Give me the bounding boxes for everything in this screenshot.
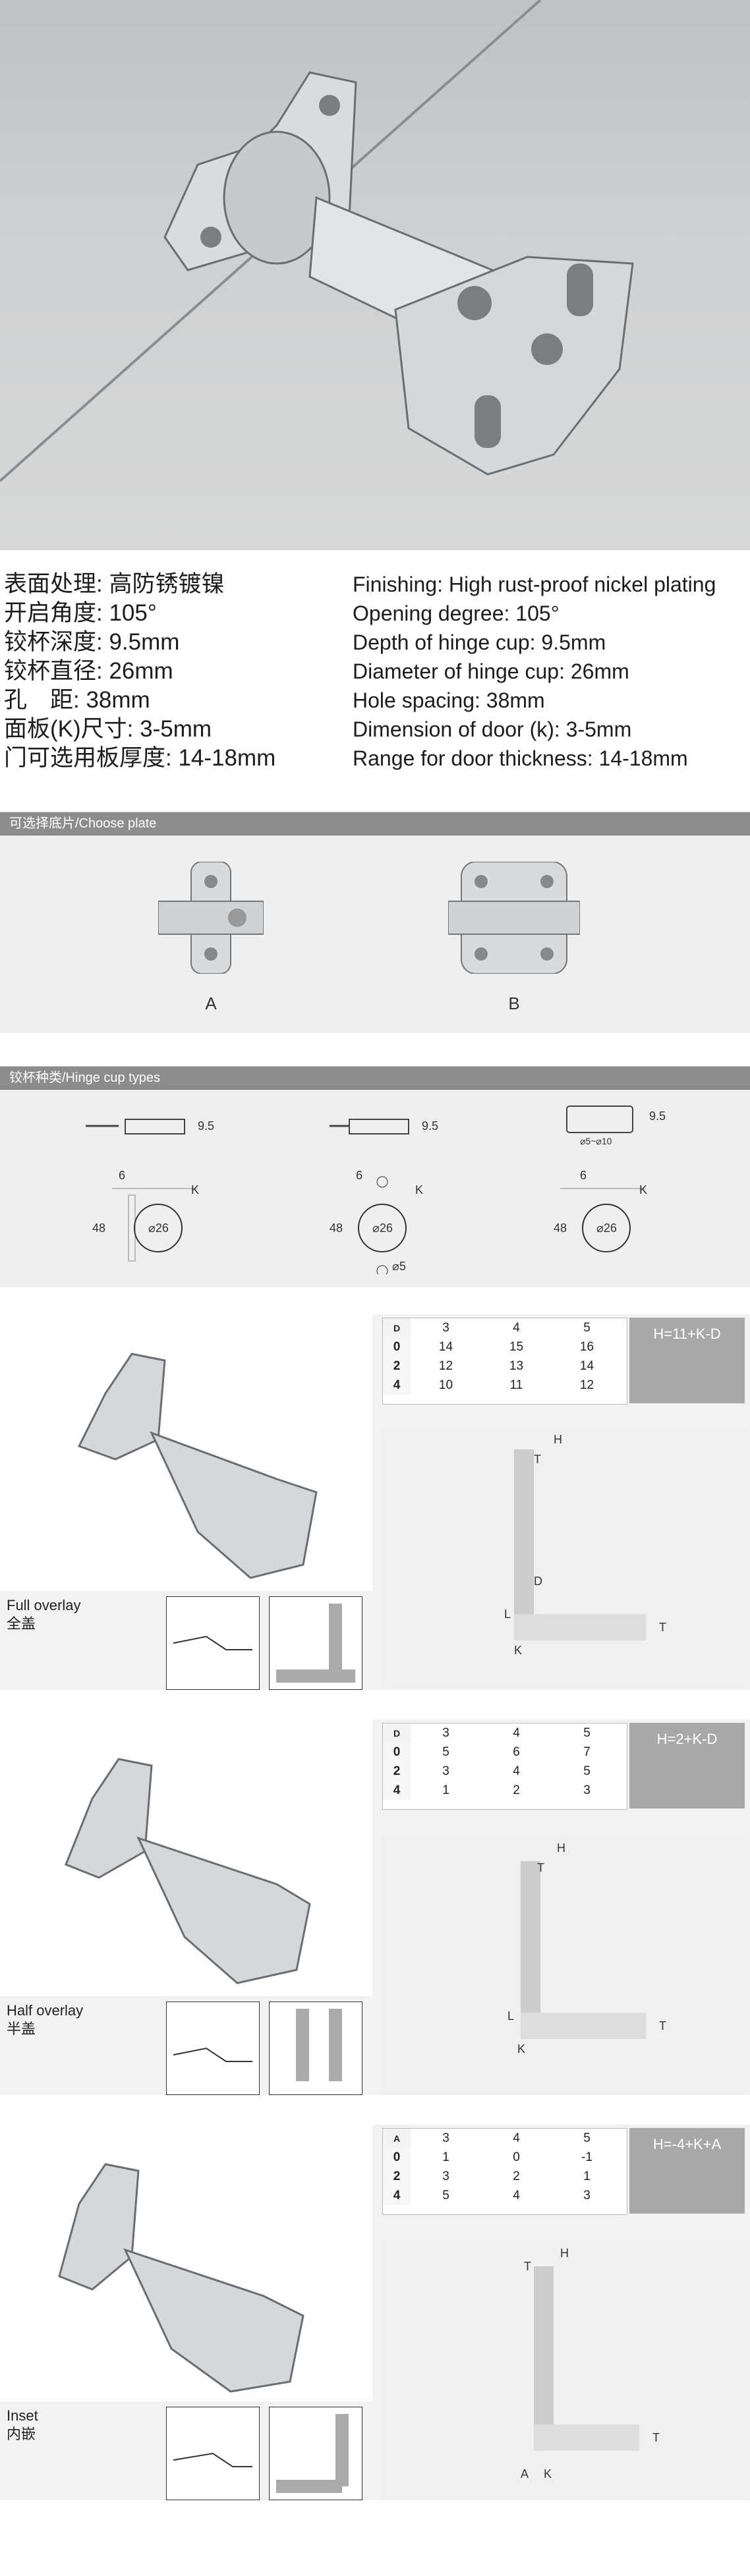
spec-door-k-cn: 面板(K)尺寸: 3-5mm bbox=[4, 716, 212, 742]
plate-section-title: 可选择底片/Choose plate bbox=[9, 816, 157, 831]
spec-cup-depth-cn: 铰杯深度: 9.5mm bbox=[4, 629, 180, 655]
half-overlay-photo bbox=[0, 1720, 372, 1996]
cup-1-diameter: ⌀26 bbox=[148, 1221, 169, 1235]
cup-panel: 9.5 6 K 48 ⌀26 9.5 6 K 48 ⌀26 ⌀5 bbox=[0, 1090, 750, 1287]
cup-3-k: K bbox=[639, 1183, 648, 1196]
spec-hole-spacing-en: Hole spacing: 38mm bbox=[353, 688, 545, 712]
spec-cup-diameter-cn: 铰杯直径: 26mm bbox=[4, 658, 173, 684]
cup-type-1: 9.5 6 K 48 ⌀26 bbox=[66, 1103, 237, 1274]
cup-3-spacing: 48 bbox=[554, 1221, 567, 1235]
cup-2-offset: 6 bbox=[356, 1169, 363, 1182]
cup-3-range: ⌀5~⌀10 bbox=[580, 1136, 612, 1146]
full-overlay-thumb-2 bbox=[269, 1596, 362, 1690]
full-overlay-thumb-1 bbox=[166, 1596, 260, 1690]
half-corner: D bbox=[383, 1723, 411, 1743]
cup-section-header: 铰杯种类/Hinge cup types bbox=[0, 1066, 750, 1090]
inset-thumb-2 bbox=[269, 2407, 362, 2500]
hero-photo bbox=[0, 0, 750, 550]
spec-door-k-en: Dimension of door (k): 3-5mm bbox=[353, 717, 632, 741]
spec-cup-diameter-en: Diameter of hinge cup: 26mm bbox=[353, 659, 629, 683]
plate-a-label: A bbox=[205, 994, 217, 1013]
inset-corner: A bbox=[383, 2129, 411, 2148]
plate-a-illustration bbox=[158, 862, 264, 974]
half-overlay-hinge-icon bbox=[65, 1758, 311, 1984]
half-overlay-name-en: Half overlay bbox=[7, 2002, 84, 2019]
plate-b-label: B bbox=[508, 994, 520, 1013]
full-overlay-hinge-icon bbox=[77, 1353, 318, 1579]
cup-type-2-drawing bbox=[330, 1119, 409, 1274]
half-overlay-name-cn: 半盖 bbox=[7, 2021, 36, 2037]
cup-3-depth: 9.5 bbox=[649, 1109, 666, 1123]
cup-2-spacing: 48 bbox=[330, 1221, 343, 1235]
cup-type-1-drawing bbox=[86, 1119, 198, 1262]
half-overlay-formula: H=2+K-D bbox=[629, 1723, 745, 1808]
inset-formula: H=-4+K+A bbox=[629, 2128, 745, 2214]
half-overlay-thumb-2 bbox=[269, 2002, 362, 2095]
full-overlay-name-cn: 全盖 bbox=[7, 1615, 36, 1632]
cup-1-k: K bbox=[191, 1183, 200, 1196]
spec-opening-en: Opening degree: 105° bbox=[353, 602, 560, 625]
cup-3-diameter: ⌀26 bbox=[596, 1221, 617, 1235]
spec-door-thickness-en: Range for door thickness: 14-18mm bbox=[353, 746, 688, 770]
cup-2-k: K bbox=[415, 1183, 424, 1196]
spec-block: 表面处理: 高防锈镀镍 开启角度: 105° 铰杯深度: 9.5mm 铰杯直径:… bbox=[0, 550, 750, 810]
spec-list-en: Finishing: High rust-proof nickel platin… bbox=[353, 570, 716, 773]
spec-hole-spacing-cn: 孔 距: 38mm bbox=[4, 687, 150, 713]
full-overlay-formula: H=11+K-D bbox=[629, 1318, 745, 1403]
cup-2-diameter: ⌀26 bbox=[372, 1221, 393, 1235]
full-overlay-diagram: H T D L K T bbox=[382, 1430, 745, 1690]
cup-1-spacing: 48 bbox=[92, 1221, 106, 1235]
inset-name-en: Inset bbox=[7, 2407, 38, 2424]
cup-1-offset: 6 bbox=[119, 1169, 126, 1182]
spec-cup-depth-en: Depth of hinge cup: 9.5mm bbox=[353, 630, 606, 654]
cup-2-small-hole: ⌀5 bbox=[392, 1260, 406, 1273]
inset-thumb-1 bbox=[166, 2407, 260, 2500]
cup-section-title: 铰杯种类/Hinge cup types bbox=[9, 1071, 160, 1085]
plate-panel: A B bbox=[0, 835, 750, 1033]
hinge-hero-illustration bbox=[0, 0, 634, 482]
inset-name-cn: 内嵌 bbox=[7, 2426, 36, 2442]
spec-finish-cn: 表面处理: 高防锈镀镍 bbox=[4, 571, 225, 597]
plate-b-illustration bbox=[448, 862, 580, 974]
cup-type-3: 9.5 ⌀5~⌀10 6 K 48 ⌀26 bbox=[514, 1103, 685, 1274]
spec-door-thickness-cn: 门可选用板厚度: 14-18mm bbox=[4, 745, 276, 771]
inset-hinge-icon bbox=[58, 2163, 304, 2393]
full-overlay-name-en: Full overlay bbox=[7, 1597, 81, 1613]
spec-opening-cn: 开启角度: 105° bbox=[4, 600, 157, 626]
half-overlay-thumb-1 bbox=[166, 2002, 260, 2095]
full-overlay-photo bbox=[0, 1314, 372, 1591]
plate-section-header: 可选择底片/Choose plate bbox=[0, 812, 750, 835]
half-overlay-diagram: H T L K T bbox=[382, 1835, 745, 2095]
inset-photo bbox=[0, 2125, 372, 2401]
spec-finish-en: Finishing: High rust-proof nickel platin… bbox=[353, 573, 716, 596]
spec-list-cn: 表面处理: 高防锈镀镍 开启角度: 105° 铰杯深度: 9.5mm 铰杯直径:… bbox=[4, 570, 275, 773]
inset-diagram: H T A K T bbox=[382, 2240, 745, 2500]
full-corner: D bbox=[383, 1318, 411, 1337]
cup-type-3-drawing bbox=[560, 1106, 646, 1252]
cup-1-depth: 9.5 bbox=[198, 1119, 215, 1133]
cup-type-2: 9.5 6 K 48 ⌀26 ⌀5 bbox=[290, 1103, 461, 1274]
cup-2-depth: 9.5 bbox=[422, 1119, 439, 1133]
cup-3-offset: 6 bbox=[580, 1169, 587, 1182]
